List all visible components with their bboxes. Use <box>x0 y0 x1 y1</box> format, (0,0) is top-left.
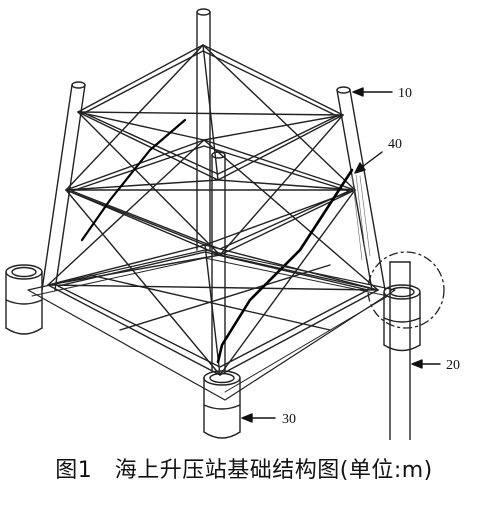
pile <box>389 261 411 440</box>
jacket-foundation-diagram: 10 40 20 30 <box>5 8 460 440</box>
mudmat-base <box>27 249 396 401</box>
detail-circle <box>367 251 445 329</box>
pile-sleeve-left <box>5 264 43 335</box>
pile-sleeve-right <box>383 284 421 352</box>
leg-right <box>336 86 386 291</box>
pile-sleeve-front <box>203 370 241 439</box>
x-braces <box>47 44 379 376</box>
callout-label-20: 20 <box>446 358 460 373</box>
figure-caption: 图1 海上升压站基础结构图(单位:m) <box>55 458 433 483</box>
leg-left <box>41 81 86 291</box>
callout-label-30: 30 <box>282 412 296 427</box>
callout-arrows <box>241 87 441 423</box>
riser-cable <box>80 118 354 364</box>
callout-label-40: 40 <box>388 137 402 152</box>
horizontal-frame-bottom <box>47 244 379 376</box>
callout-label-10: 10 <box>398 86 412 101</box>
hatch-detail <box>351 174 371 261</box>
